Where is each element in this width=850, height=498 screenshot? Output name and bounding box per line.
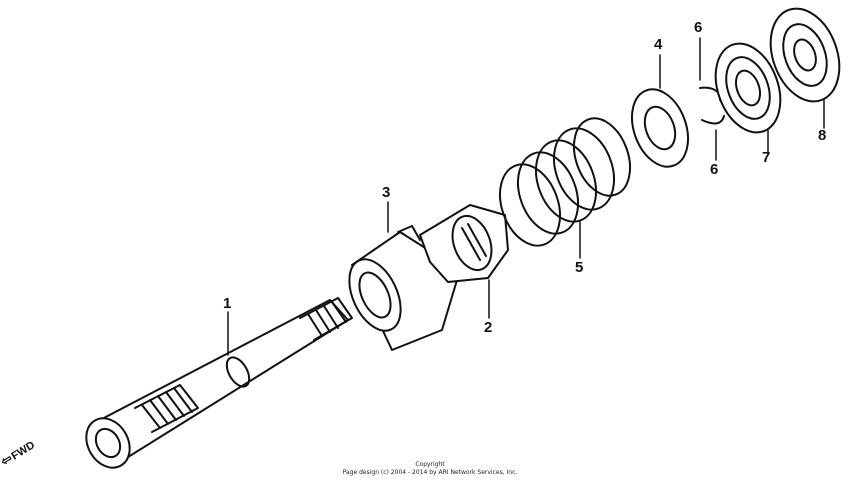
copyright-line-2: Page design (c) 2004 - 2014 by ARI Netwo… — [342, 469, 518, 476]
label-part-6-top: 6 — [694, 19, 703, 36]
snap-ring-part-6 — [699, 37, 725, 161]
label-part-6-bottom: 6 — [710, 161, 719, 178]
label-part-7: 7 — [762, 149, 771, 166]
spring-part-5 — [499, 117, 632, 259]
label-part-3: 3 — [382, 184, 391, 201]
seal-part-8 — [769, 7, 841, 129]
label-part-2: 2 — [484, 319, 493, 336]
bearing-part-7 — [714, 42, 782, 156]
copyright-line-1: Copyright — [415, 461, 445, 468]
washer-part-4 — [630, 54, 690, 168]
label-part-4: 4 — [654, 36, 663, 53]
label-part-8: 8 — [818, 127, 827, 144]
label-part-1: 1 — [223, 295, 232, 312]
cam-part-2 — [419, 204, 509, 319]
label-part-5: 5 — [575, 259, 584, 276]
shaft-part-1 — [85, 297, 353, 469]
